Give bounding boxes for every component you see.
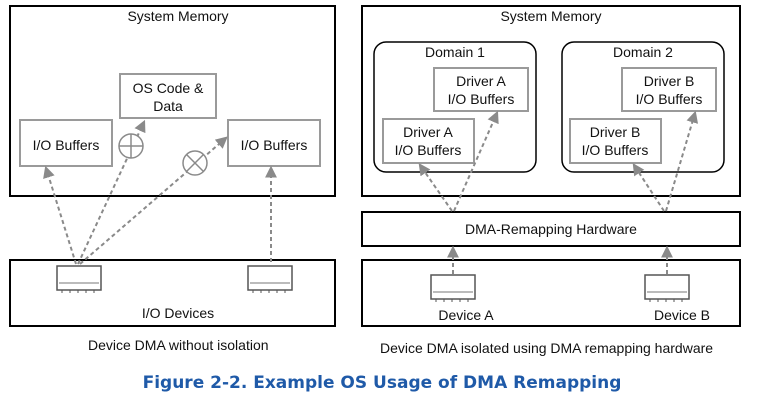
crossed-circle-icon-1 <box>118 133 144 159</box>
domain-1-upper-label-1: Driver A <box>456 73 506 89</box>
domain-2-upper-buffer-box <box>621 67 717 112</box>
remap-arrow-to-domain-2-lower <box>632 162 665 212</box>
domain-1-lower-label-2: I/O Buffers <box>395 142 462 158</box>
os-code-label-line1: OS Code & <box>133 80 204 96</box>
os-code-data-box <box>119 73 217 119</box>
domain-2-lower-label-2: I/O Buffers <box>582 142 649 158</box>
domain-1-upper-label-2: I/O Buffers <box>448 91 515 107</box>
dma-remapping-hardware-box <box>361 211 741 247</box>
domain-1-title: Domain 1 <box>425 44 485 60</box>
left-dma-arrow-to-buffers-1 <box>43 165 77 265</box>
right-caption: Device DMA isolated using DMA remapping … <box>380 340 714 356</box>
remap-arrow-to-domain-1-lower <box>418 163 453 212</box>
right-system-memory-box <box>361 5 741 197</box>
figure-title: Figure 2-2. Example OS Usage of DMA Rema… <box>142 373 622 393</box>
domain-1-lower-buffer-box <box>382 118 475 164</box>
device-a-label: Device A <box>438 307 494 323</box>
dma-remapping-hardware-label: DMA-Remapping Hardware <box>465 221 637 237</box>
left-caption: Device DMA without isolation <box>88 337 269 353</box>
crossed-circle-icon-2 <box>182 150 208 176</box>
device-b-icon <box>644 274 690 302</box>
remap-arrow-to-domain-2-upper <box>665 110 699 212</box>
left-dma-arrow-to-os-code <box>77 119 146 265</box>
domain-2-title: Domain 2 <box>613 44 673 60</box>
left-device-2-icon <box>247 265 293 293</box>
left-device-1-icon <box>56 265 102 293</box>
remap-arrow-to-domain-1-upper <box>453 110 499 212</box>
left-io-buffers-box-2 <box>227 119 321 167</box>
io-devices-label: I/O Devices <box>142 305 214 321</box>
os-code-label-line2: Data <box>153 98 183 114</box>
left-io-devices-box <box>9 259 336 327</box>
device-b-label: Device B <box>654 307 710 323</box>
domain-2-upper-label-1: Driver B <box>644 73 695 89</box>
left-io-buffers-box-1 <box>19 119 113 167</box>
left-io-buffers-label-2: I/O Buffers <box>241 137 308 153</box>
domain-2-lower-buffer-box <box>569 118 662 164</box>
left-system-memory-label: System Memory <box>127 8 228 24</box>
domain-1-box <box>373 41 537 173</box>
device-a-icon <box>430 274 476 302</box>
left-system-memory-box <box>9 5 336 197</box>
domain-1-upper-buffer-box <box>433 67 529 112</box>
left-io-buffers-label-1: I/O Buffers <box>33 137 100 153</box>
domain-2-lower-label-1: Driver B <box>590 124 641 140</box>
right-system-memory-label: System Memory <box>500 8 601 24</box>
domain-1-lower-label-1: Driver A <box>403 124 453 140</box>
domain-2-upper-label-2: I/O Buffers <box>636 91 703 107</box>
right-devices-box <box>361 259 741 327</box>
